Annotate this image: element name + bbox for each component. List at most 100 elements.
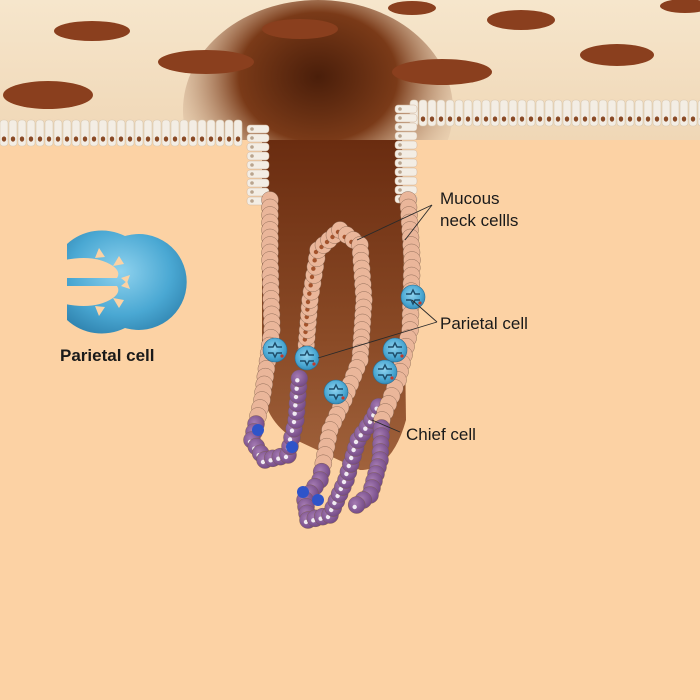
pit-wall-cell	[394, 158, 418, 168]
surface-cell	[688, 99, 698, 127]
accent-cell	[297, 486, 309, 498]
pit-wall-cell	[246, 124, 270, 134]
pit-wall-cell	[246, 133, 270, 143]
surface-cell	[472, 99, 482, 127]
surface-cell	[643, 99, 653, 127]
surface-cell	[445, 99, 455, 127]
parietal-cell-icon	[65, 230, 187, 334]
surface-cell	[53, 119, 63, 147]
pit-wall-cell	[394, 140, 418, 150]
surface-cell	[62, 119, 72, 147]
parietal-cell	[382, 337, 408, 363]
surface-cell	[490, 99, 500, 127]
surface-cell	[535, 99, 545, 127]
surface-cell	[152, 119, 162, 147]
surface-cell	[134, 119, 144, 147]
surface-vesicles	[3, 0, 700, 109]
surface-cell	[607, 99, 617, 127]
surface-cell	[481, 99, 491, 127]
pit-wall-cell	[246, 169, 270, 179]
surface-cell	[17, 119, 27, 147]
surface-cell	[116, 119, 126, 147]
surface-cell	[589, 99, 599, 127]
mucous-leader-b	[404, 204, 433, 241]
parietal-cell	[262, 337, 288, 363]
parietal-cell-inset-label: Parietal cell	[60, 346, 155, 365]
parietal-leader-a	[317, 321, 438, 359]
surface-cell	[125, 119, 135, 147]
surface-cell	[0, 119, 9, 147]
pit-wall-cell	[246, 151, 270, 161]
surface-cell	[8, 119, 18, 147]
accent-cell	[252, 424, 264, 436]
gland-cell	[290, 369, 309, 388]
accent-cell	[286, 441, 298, 453]
surface-cell	[161, 119, 171, 147]
surface-cell	[499, 99, 509, 127]
surface-cell	[580, 99, 590, 127]
surface-cell	[679, 99, 689, 127]
pit-wall-cell	[394, 176, 418, 186]
mucous-neck-cells-label-line2: neck cellls	[440, 211, 519, 230]
parietal-cell	[372, 359, 398, 385]
accent-cell	[312, 494, 324, 506]
surface-cell	[179, 119, 189, 147]
surface-epithelium	[0, 99, 700, 206]
pit-wall-cell	[394, 113, 418, 123]
surface-cell	[634, 99, 644, 127]
parietal-cell	[294, 345, 320, 371]
surface-cell	[553, 99, 563, 127]
surface-cell	[454, 99, 464, 127]
pit-wall-cell	[246, 142, 270, 152]
surface-cell	[170, 119, 180, 147]
surface-cell	[206, 119, 216, 147]
surface-cell	[44, 119, 54, 147]
parietal-cell	[323, 379, 349, 405]
surface-cell	[562, 99, 572, 127]
surface-cell	[197, 119, 207, 147]
gland-cell	[347, 496, 366, 514]
pit-wall-cell	[394, 131, 418, 141]
surface-cell	[526, 99, 536, 127]
pit-wall-cell	[394, 104, 418, 114]
pit-wall-cell	[246, 160, 270, 170]
surface-cell	[35, 119, 45, 147]
surface-cell	[80, 119, 90, 147]
surface-cell	[224, 119, 234, 147]
parietal-cell	[400, 284, 426, 310]
chief-cell-label: Chief cell	[406, 425, 476, 444]
surface-cell	[215, 119, 225, 147]
surface-cell	[517, 99, 527, 127]
surface-cell	[98, 119, 108, 147]
pit-wall-cell	[246, 178, 270, 188]
mucous-leader-a	[356, 204, 433, 241]
surface-cell	[463, 99, 473, 127]
parietal-leader-b	[411, 299, 438, 323]
surface-cell	[427, 99, 437, 127]
surface-cell	[188, 119, 198, 147]
surface-cell	[652, 99, 662, 127]
surface-cell	[544, 99, 554, 127]
surface-cell	[418, 99, 428, 127]
surface-cell	[107, 119, 117, 147]
surface-cell	[670, 99, 680, 127]
surface-cell	[233, 119, 243, 147]
surface-cell	[598, 99, 608, 127]
gland-parietal-cells	[262, 284, 426, 405]
leader-lines	[317, 204, 438, 433]
surface-cell	[625, 99, 635, 127]
mucous-neck-cells-label-line1: Mucous	[440, 189, 500, 208]
surface-cell	[26, 119, 36, 147]
surface-cell	[71, 119, 81, 147]
surface-cell	[436, 99, 446, 127]
chief-leader	[371, 419, 401, 433]
surface-cell	[616, 99, 626, 127]
surface-cell	[508, 99, 518, 127]
surface-cell	[143, 119, 153, 147]
pit-wall-cell	[394, 122, 418, 132]
parietal-cell-label: Parietal cell	[440, 314, 528, 333]
surface-cell	[661, 99, 671, 127]
surface-cell	[571, 99, 581, 127]
